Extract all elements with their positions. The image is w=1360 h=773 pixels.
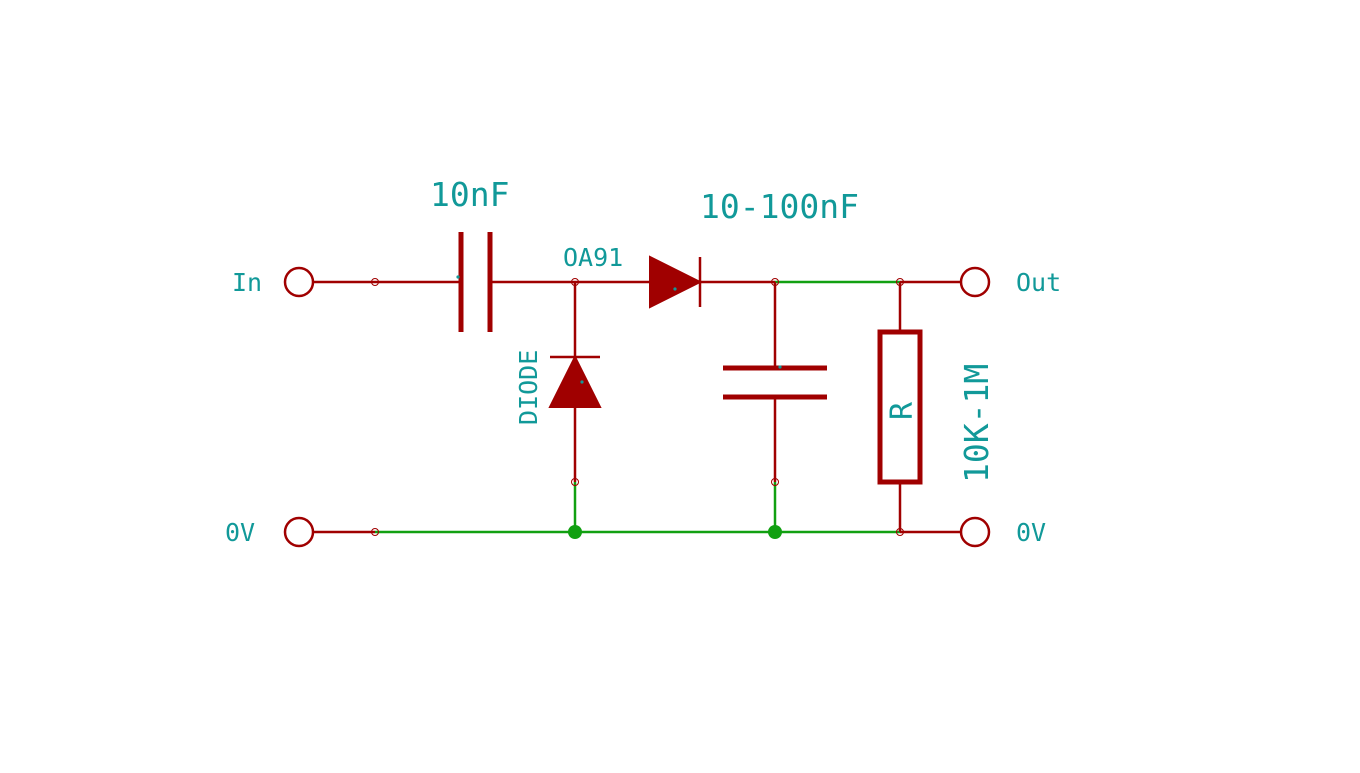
pin-marker <box>896 528 904 536</box>
junction-dot <box>568 525 582 539</box>
pin-marker <box>571 478 579 486</box>
anchor-dot <box>580 380 584 384</box>
series-diode-triangle <box>649 255 703 309</box>
gnd-left-terminal-label: 0V <box>225 518 255 547</box>
series-diode-value: OA91 <box>563 243 623 272</box>
load-resistor-value: 10K-1M <box>957 364 996 483</box>
wires <box>375 280 900 534</box>
pin-marker <box>371 278 379 286</box>
gnd-right-terminal-label: 0V <box>1016 518 1046 547</box>
gnd-left-terminal[interactable] <box>283 516 315 548</box>
series-diode[interactable] <box>649 255 703 309</box>
junction-dot <box>768 525 782 539</box>
load-resistor-body <box>877 329 923 485</box>
anchor-dots <box>456 275 782 384</box>
shunt-diode-triangle <box>548 354 602 408</box>
anchor-dot <box>778 365 782 369</box>
load-resistor[interactable] <box>877 329 923 485</box>
pin-marker <box>371 528 379 536</box>
junctions <box>568 525 782 539</box>
in-terminal-label: In <box>232 268 262 297</box>
gnd-right-terminal[interactable] <box>959 516 991 548</box>
anchor-dot <box>673 287 677 291</box>
pin-marker <box>896 278 904 286</box>
output-capacitor-value: 10-100nF <box>700 187 859 226</box>
in-terminal[interactable] <box>283 266 315 298</box>
pin-marker <box>771 278 779 286</box>
terminals <box>283 266 991 548</box>
pin-marker <box>571 278 579 286</box>
anchor-dot <box>456 275 460 279</box>
input-capacitor-value: 10nF <box>430 175 509 214</box>
pin-markers <box>371 278 904 536</box>
shunt-diode-value: DIODE <box>514 350 543 425</box>
out-terminal[interactable] <box>959 266 991 298</box>
component-leads <box>314 280 960 534</box>
labels: In 0V Out 0V 10nF OA91 10-100nF DIODE R … <box>225 175 1061 547</box>
shunt-diode[interactable] <box>548 354 602 408</box>
input-capacitor[interactable] <box>458 232 493 332</box>
load-resistor-ref: R <box>885 401 920 420</box>
output-capacitor[interactable] <box>723 365 827 400</box>
pin-marker <box>771 478 779 486</box>
out-terminal-label: Out <box>1016 268 1061 297</box>
